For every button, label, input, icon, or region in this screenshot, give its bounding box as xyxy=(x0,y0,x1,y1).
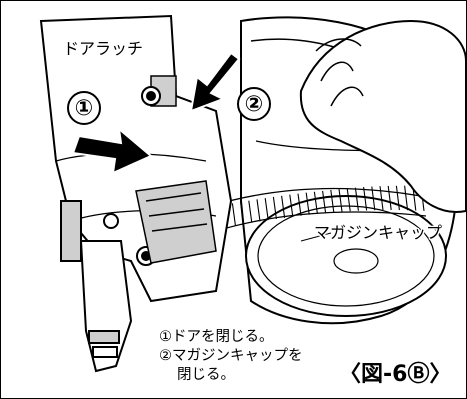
step-1-marker-text: ① xyxy=(74,95,94,121)
caption-line-2: ②マガジンキャップを xyxy=(159,348,303,364)
coil-tooth xyxy=(313,191,318,214)
coil-tooth xyxy=(289,194,294,217)
step-2-marker: ② xyxy=(237,87,271,121)
nose-assembly xyxy=(60,200,156,373)
step-1-marker: ① xyxy=(67,91,101,125)
coil-tooth xyxy=(264,198,269,221)
coil-tooth xyxy=(346,188,351,212)
coil-tooth xyxy=(330,189,335,213)
magazine-cap-leader xyxy=(300,232,332,242)
figure-reference: 〈図-6Ⓑ〉 xyxy=(339,362,452,387)
coil-tooth xyxy=(305,192,310,215)
coil-tooth xyxy=(363,187,368,211)
door-panel xyxy=(135,180,217,264)
magazine-cap-label: マガジンキャップ xyxy=(314,223,443,242)
coil-tooth xyxy=(387,185,392,211)
door-latch-label: ドアラッチ xyxy=(63,39,144,58)
caption-line-1: ①ドアを閉じる。 xyxy=(159,329,274,345)
coil-tooth xyxy=(297,193,302,216)
coil-tooth xyxy=(256,199,261,222)
coil-tooth xyxy=(231,203,236,226)
arrow-2-icon xyxy=(189,51,241,113)
coil-tooth xyxy=(248,200,253,223)
coil-tooth xyxy=(395,185,400,211)
coil-tooth xyxy=(371,186,376,211)
coil-tooth xyxy=(354,187,359,211)
hand xyxy=(299,19,466,213)
coil-tooth xyxy=(404,185,409,211)
coil-tooth xyxy=(379,186,384,211)
coil-tooth xyxy=(322,190,327,214)
arrow-1-icon xyxy=(71,126,153,175)
coil-tooth xyxy=(281,195,286,218)
caption-line-3: 閉じる。 xyxy=(177,367,235,383)
coil-tooth xyxy=(272,196,277,220)
coil-tooth xyxy=(338,189,343,212)
magazine-cap-cover xyxy=(245,195,447,317)
coil-tooth xyxy=(240,201,245,225)
step-2-marker-text: ② xyxy=(244,91,264,117)
